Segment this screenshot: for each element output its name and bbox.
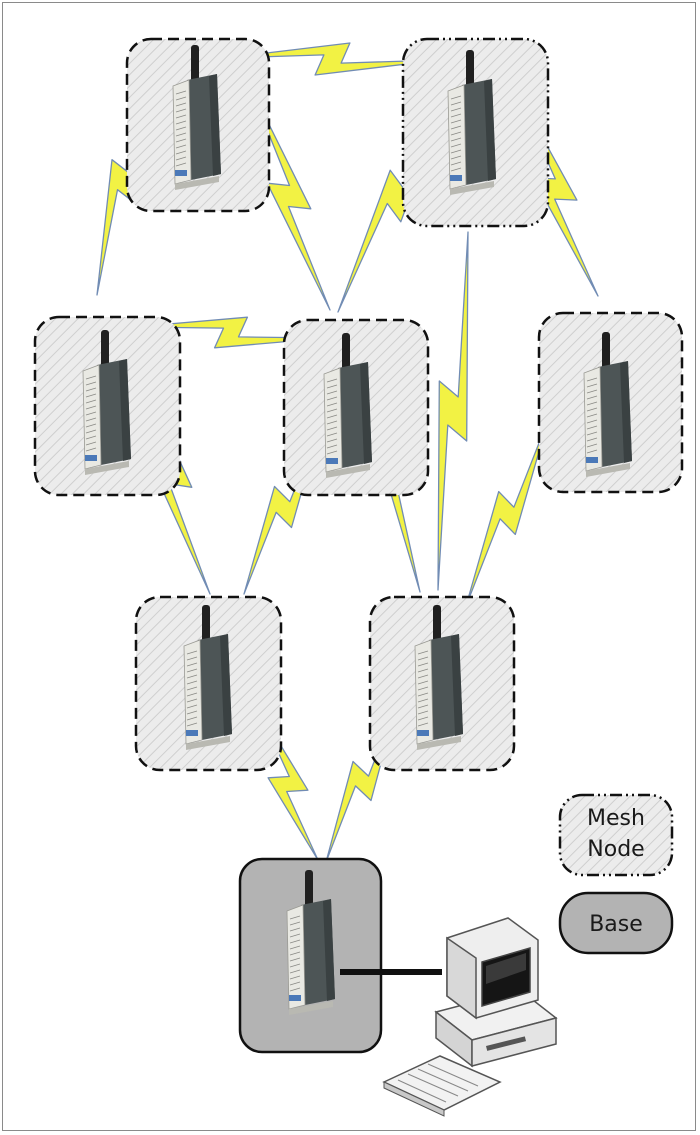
legend-base-label: Base — [589, 912, 643, 937]
mesh-node-mid-right — [537, 311, 684, 494]
legend-mesh-label-line2: Node — [587, 837, 644, 862]
legend-base: Base — [558, 891, 674, 955]
legend-mesh-node: Mesh Node — [558, 793, 674, 877]
wireless-link-bolt — [465, 419, 549, 607]
mesh-node-mid-left — [33, 315, 182, 497]
wireless-links — [96, 42, 599, 863]
mesh-node-top-right — [401, 37, 550, 228]
wireless-link-bolt — [243, 419, 323, 595]
wireless-link-bolt — [437, 231, 469, 591]
mesh-node-low-right — [368, 595, 516, 772]
mesh-node-low-left — [134, 595, 283, 772]
wireless-link-bolt — [511, 81, 599, 297]
mesh-node-top-left — [125, 37, 271, 213]
mesh-node-mid-center — [282, 318, 430, 497]
wireless-link-bolt — [247, 81, 331, 311]
base-node — [238, 857, 383, 1054]
legend: Mesh Node Base — [558, 793, 674, 955]
computer-icon — [382, 917, 558, 1117]
legend-mesh-label-line1: Mesh — [587, 806, 645, 831]
